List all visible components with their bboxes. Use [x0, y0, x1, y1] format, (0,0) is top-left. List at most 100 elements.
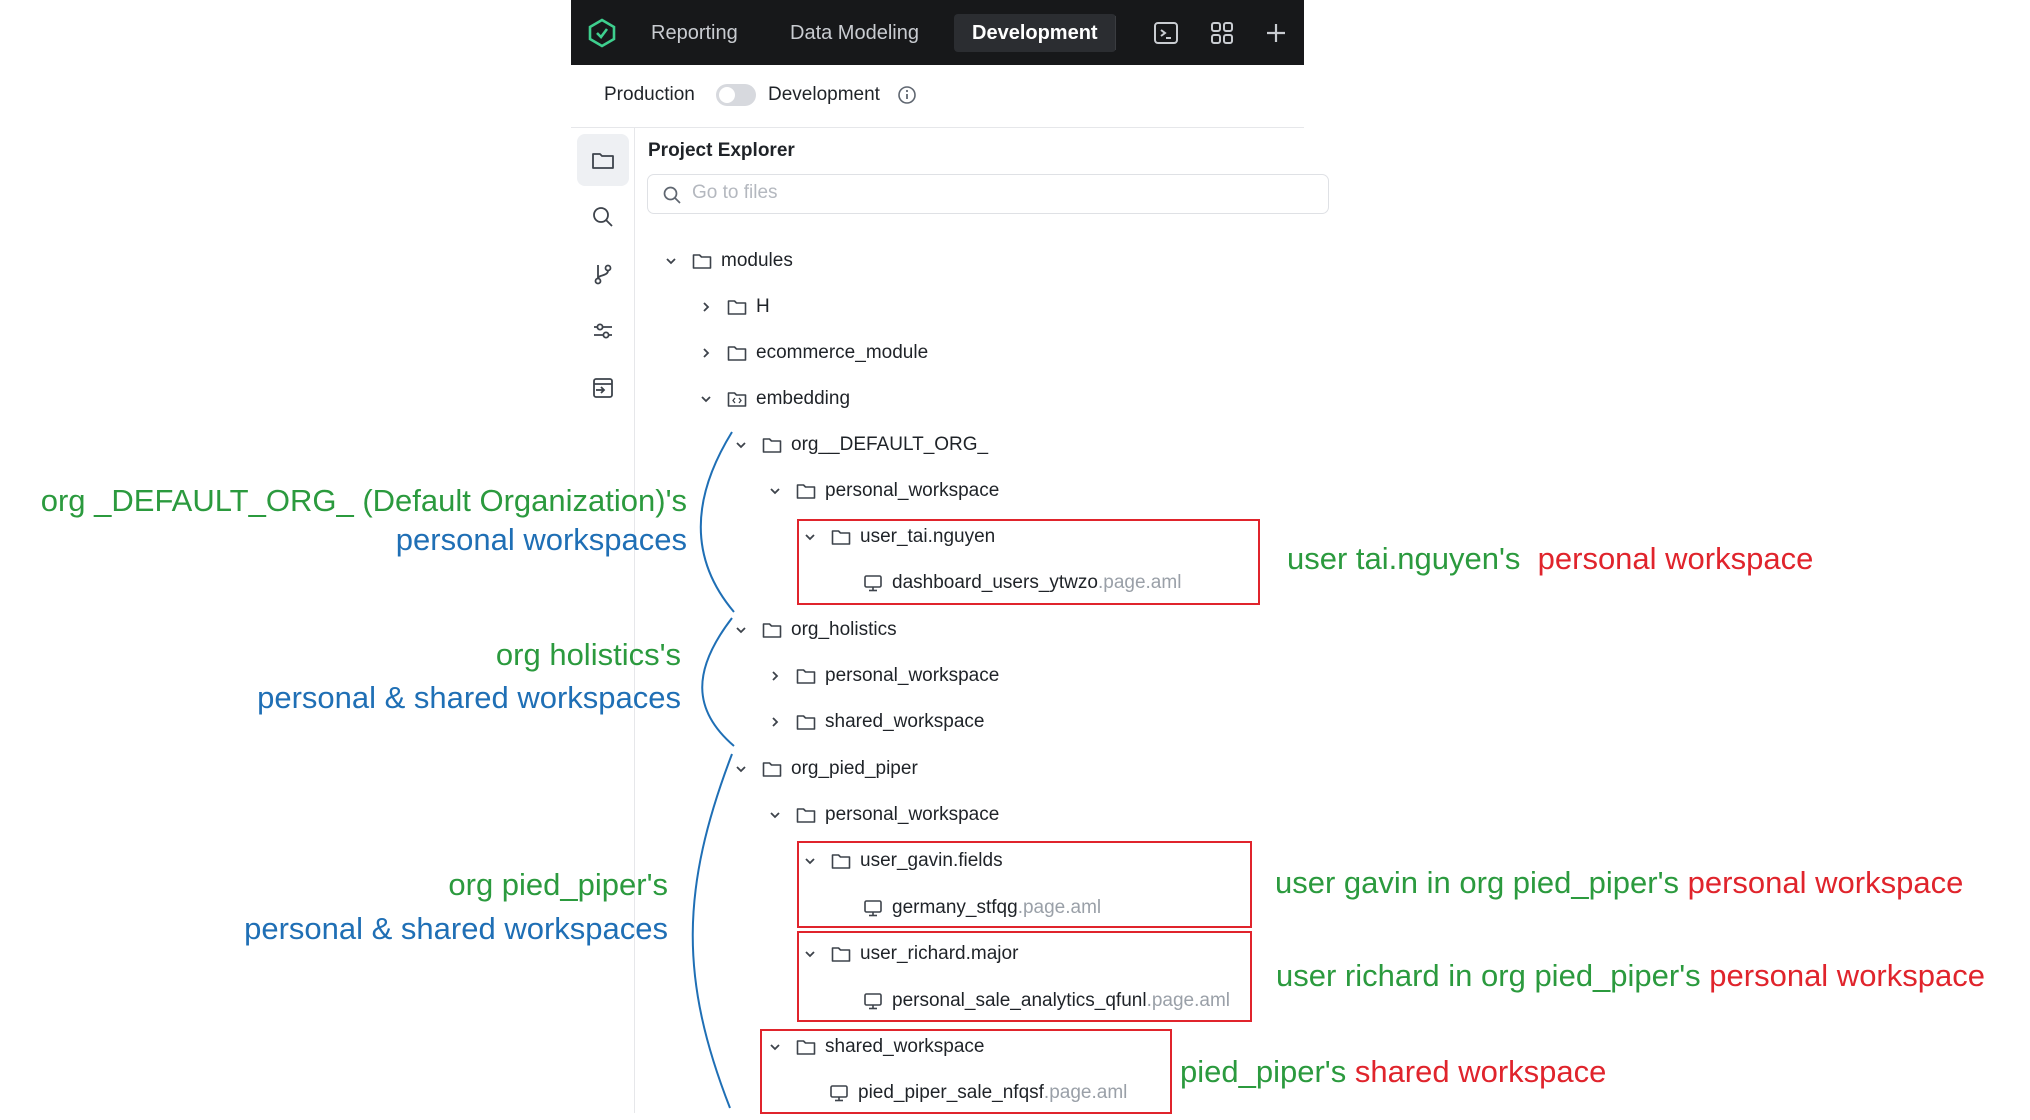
deploy-icon — [593, 378, 613, 398]
tree-folder-pied-personal-workspace[interactable]: personal_workspace — [765, 800, 999, 830]
tree-folder-default-personal-workspace[interactable]: personal_workspace — [765, 476, 999, 506]
tree-folder-user-tai[interactable]: user_tai.nguyen — [800, 522, 995, 552]
tree-folder-org-default[interactable]: org__DEFAULT_ORG_ — [731, 430, 988, 460]
tree-folder-pied-shared-workspace[interactable]: shared_workspace — [765, 1032, 984, 1062]
file-extension: .page.aml — [1043, 1082, 1128, 1103]
mode-toggle[interactable] — [716, 84, 756, 106]
tree-folder-modules[interactable]: modules — [661, 246, 793, 276]
tree-label: personal_workspace — [825, 804, 1000, 825]
annotation-pied-title: org pied_piper's — [448, 867, 668, 902]
search-icon — [593, 207, 613, 227]
dashboard-file-icon — [862, 573, 884, 593]
logo-icon[interactable] — [587, 18, 617, 48]
search-input[interactable] — [690, 181, 1294, 205]
tree-label: personal_workspace — [825, 665, 1000, 686]
annotation-user-richard-owner: user richard in org pied_piper's — [1276, 958, 1701, 993]
rail-search-button[interactable] — [577, 191, 629, 243]
file-extension: .page.aml — [1146, 990, 1231, 1011]
dashboard-file-icon — [862, 898, 884, 918]
dashboard-file-icon — [862, 991, 884, 1011]
tree-file-germany[interactable]: germany_stfqg.page.aml — [862, 893, 1101, 923]
chevron-down-icon[interactable] — [765, 481, 785, 501]
tree-folder-user-richard[interactable]: user_richard.major — [800, 939, 1018, 969]
tree-folder-holistics-shared-workspace[interactable]: shared_workspace — [765, 707, 984, 737]
annotation-user-gavin-owner: user gavin in org pied_piper's — [1275, 865, 1679, 900]
chevron-down-icon[interactable] — [696, 389, 716, 409]
annotation-holistics-subtitle: personal & shared workspaces — [257, 680, 681, 715]
settings-sliders-icon — [594, 323, 612, 339]
tree-folder-holistics-personal-workspace[interactable]: personal_workspace — [765, 661, 999, 691]
folder-icon — [761, 435, 783, 455]
tree-label: shared_workspace — [825, 711, 985, 732]
tree-folder-org-holistics[interactable]: org_holistics — [731, 615, 897, 645]
folder-icon — [795, 666, 817, 686]
annotation-user-gavin: user gavin in org pied_piper's personal … — [1275, 865, 1963, 901]
tree-label: user_richard.major — [860, 943, 1019, 964]
plus-icon[interactable] — [1261, 18, 1291, 48]
annotation-pied-subtitle: personal & shared workspaces — [244, 911, 668, 946]
tab-data-modeling[interactable]: Data Modeling — [790, 22, 919, 44]
annotation-user-tai-owner: user tai.nguyen's — [1287, 541, 1521, 576]
rail-git-button[interactable] — [577, 248, 629, 300]
toggle-knob — [719, 87, 735, 103]
chevron-down-icon[interactable] — [765, 1037, 785, 1057]
folder-icon — [830, 851, 852, 871]
chevron-right-icon[interactable] — [765, 666, 785, 686]
chevron-down-icon[interactable] — [731, 759, 751, 779]
chevron-down-icon[interactable] — [800, 944, 820, 964]
bracket-curves — [691, 431, 735, 1109]
file-extension: .page.aml — [1017, 897, 1102, 918]
chevron-right-icon[interactable] — [765, 712, 785, 732]
chevron-right-icon[interactable] — [696, 297, 716, 317]
folder-icon — [795, 1037, 817, 1057]
annotation-holistics-title: org holistics's — [495, 637, 681, 672]
folder-icon — [726, 297, 748, 317]
file-name: pied_piper_sale_nfqsf — [858, 1082, 1044, 1103]
rail-settings-button[interactable] — [577, 305, 629, 357]
annotation-pied-shared-type: shared workspace — [1354, 1054, 1607, 1089]
search-icon — [663, 186, 681, 204]
chevron-down-icon[interactable] — [731, 620, 751, 640]
annotation-user-tai: user tai.nguyen's personal workspace — [1287, 541, 1813, 577]
tree-file-dashboard-users[interactable]: dashboard_users_ytwzo.page.aml — [862, 568, 1181, 598]
rail-deploy-button[interactable] — [577, 362, 629, 414]
development-label: Development — [768, 84, 880, 105]
tree-folder-user-gavin[interactable]: user_gavin.fields — [800, 846, 1003, 876]
chevron-down-icon[interactable] — [765, 805, 785, 825]
tree-folder-h[interactable]: H — [696, 292, 770, 322]
tree-folder-embedding[interactable]: embedding — [696, 384, 850, 414]
annotation-user-richard: user richard in org pied_piper's persona… — [1276, 958, 1985, 994]
tree-folder-org-pied-piper[interactable]: org_pied_piper — [731, 754, 918, 784]
folder-icon — [691, 251, 713, 271]
chevron-down-icon[interactable] — [800, 527, 820, 547]
tree-file-pied-piper-sale[interactable]: pied_piper_sale_nfqsf.page.aml — [828, 1078, 1127, 1108]
tree-file-personal-sale-analytics[interactable]: personal_sale_analytics_qfunl.page.aml — [862, 986, 1230, 1016]
folder-icon — [830, 527, 852, 547]
chevron-down-icon[interactable] — [731, 435, 751, 455]
tree-label: org_pied_piper — [791, 758, 918, 779]
go-to-files-search[interactable] — [647, 174, 1329, 214]
tab-development[interactable]: Development — [954, 14, 1116, 52]
annotation-user-gavin-type: personal workspace — [1687, 865, 1964, 900]
file-name: personal_sale_analytics_qfunl — [892, 990, 1147, 1011]
tab-divider — [1115, 16, 1116, 50]
tree-label: modules — [721, 250, 793, 271]
grid-icon[interactable] — [1207, 18, 1237, 48]
folder-icon — [761, 759, 783, 779]
folder-icon — [726, 343, 748, 363]
file-name: germany_stfqg — [892, 897, 1018, 918]
tree-label: ecommerce_module — [756, 342, 929, 363]
mode-bar: Production Development — [571, 65, 1304, 128]
tree-label: personal_workspace — [825, 480, 1000, 501]
highlight-box-pied-shared — [760, 1029, 1172, 1114]
chevron-right-icon[interactable] — [696, 343, 716, 363]
tree-folder-ecommerce-module[interactable]: ecommerce_module — [696, 338, 928, 368]
info-icon[interactable] — [897, 85, 917, 105]
chevron-down-icon[interactable] — [661, 251, 681, 271]
code-folder-icon — [726, 389, 748, 409]
chevron-down-icon[interactable] — [800, 851, 820, 871]
tab-reporting[interactable]: Reporting — [651, 22, 738, 44]
terminal-icon[interactable] — [1151, 18, 1181, 48]
rail-explorer-button[interactable] — [577, 134, 629, 186]
tree-label: embedding — [756, 388, 851, 409]
